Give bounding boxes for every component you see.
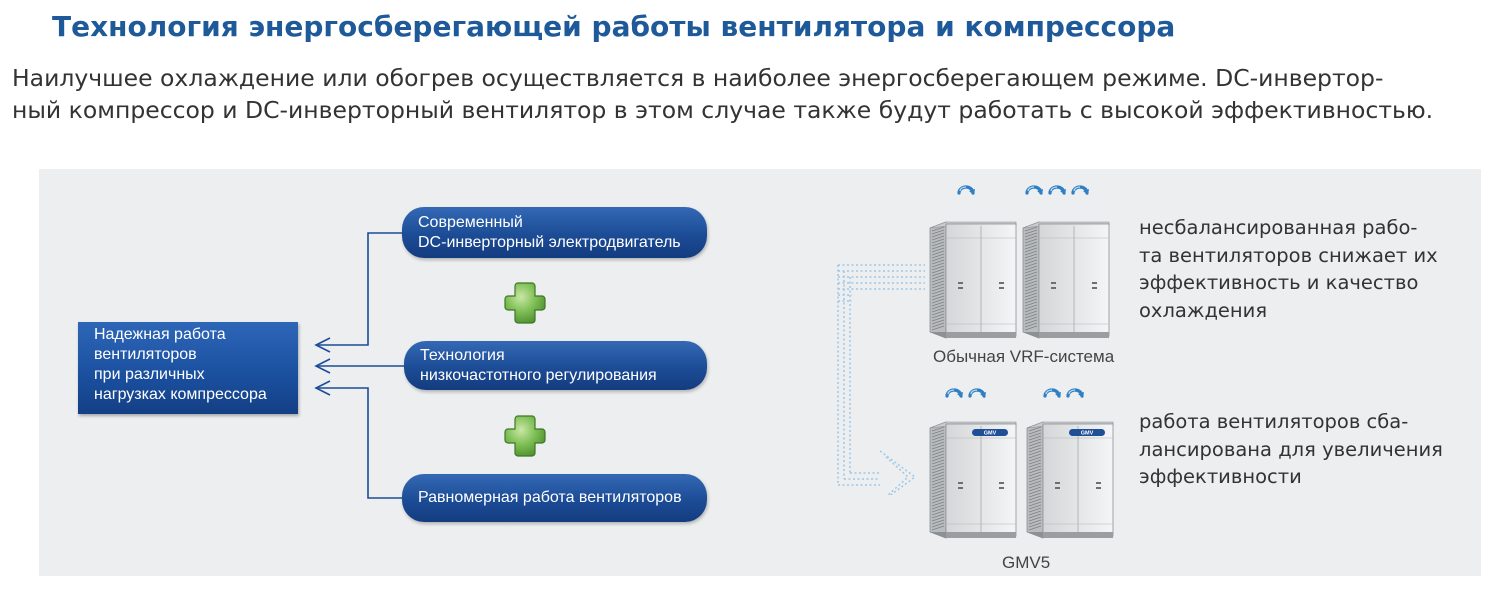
gmv-description: работа вентиляторов сба- лансирована для…	[1139, 408, 1443, 491]
outdoor-unit-icon: GMV	[929, 421, 1017, 539]
unit-brand-label: GMV	[984, 431, 997, 437]
fan-rotation-group	[944, 385, 987, 403]
airflow-arrow-icon	[837, 264, 925, 495]
description-line: эффективности	[1139, 465, 1302, 488]
fan-rotation-icon	[957, 185, 975, 195]
main-box-line: вентиляторов	[94, 346, 197, 363]
feature-label: низкочастотного регулирования	[420, 366, 657, 384]
description-line: работа вентиляторов сба-	[1139, 410, 1409, 433]
description-line: эффективность и качество	[1139, 271, 1419, 294]
conventional-description: несбалансированная рабо- та вентиляторов…	[1139, 214, 1438, 324]
description-line: лансирована для увеличения	[1139, 437, 1443, 461]
fan-rotation-icon	[968, 388, 986, 398]
fan-rotation-icon	[1048, 185, 1066, 195]
feature-dc-motor: Современный DC-инверторный электродвигат…	[402, 207, 707, 258]
fan-rotation-group	[1042, 385, 1085, 403]
description-line: несбалансированная рабо-	[1139, 216, 1418, 239]
main-box-line: нагрузках компрессора	[94, 386, 267, 403]
plus-icon	[504, 415, 546, 457]
conventional-vrf-label: Обычная VRF-система	[933, 347, 1115, 366]
fan-rotation-icon	[1043, 388, 1061, 398]
fan-rotation-icon	[1025, 185, 1043, 195]
fan-reliability-box: Надежная работа вентиляторов при различн…	[78, 322, 298, 414]
arrowhead-top	[314, 337, 331, 353]
unit-brand-label: GMV	[1081, 431, 1094, 437]
fan-rotation-group	[1024, 182, 1090, 200]
description-line: охлаждения	[1139, 298, 1268, 322]
feature-label: Технология	[420, 346, 505, 364]
fan-rotation-group	[956, 182, 976, 200]
connector-top	[316, 232, 404, 346]
outdoor-unit-icon	[929, 221, 1017, 339]
arrowhead-bottom	[314, 380, 331, 396]
description-line: та вентиляторов снижает их	[1139, 243, 1438, 267]
gmv5-label: GMV5	[1002, 553, 1051, 572]
intro-text-line-2: ный компрессор и DC-инверторный вентилят…	[12, 96, 1434, 124]
outdoor-unit-icon	[1022, 221, 1110, 339]
connector-bottom	[316, 387, 404, 499]
fan-rotation-icon	[945, 388, 963, 398]
feature-uniform-fans: Равномерная работа вентиляторов	[402, 474, 707, 522]
fan-rotation-icon	[1071, 185, 1089, 195]
feature-low-frequency: Технология низкочастотного регулирования	[404, 341, 707, 390]
page-title: Технология энергосберегающей работы вент…	[52, 10, 1176, 43]
fan-rotation-icon	[1066, 388, 1084, 398]
outdoor-unit-icon: GMV	[1026, 421, 1114, 539]
feature-label: Современный	[418, 213, 523, 231]
feature-label: DC-инверторный электродвигатель	[418, 233, 681, 251]
main-box-line: при различных	[94, 366, 205, 383]
feature-label: Равномерная работа вентиляторов	[418, 489, 682, 506]
arrowhead-middle	[314, 358, 331, 374]
main-box-line: Надежная работа	[94, 326, 226, 343]
intro-text-line-1: Наилучшее охлаждение или обогрев осущест…	[12, 64, 1384, 92]
plus-icon	[504, 282, 546, 324]
